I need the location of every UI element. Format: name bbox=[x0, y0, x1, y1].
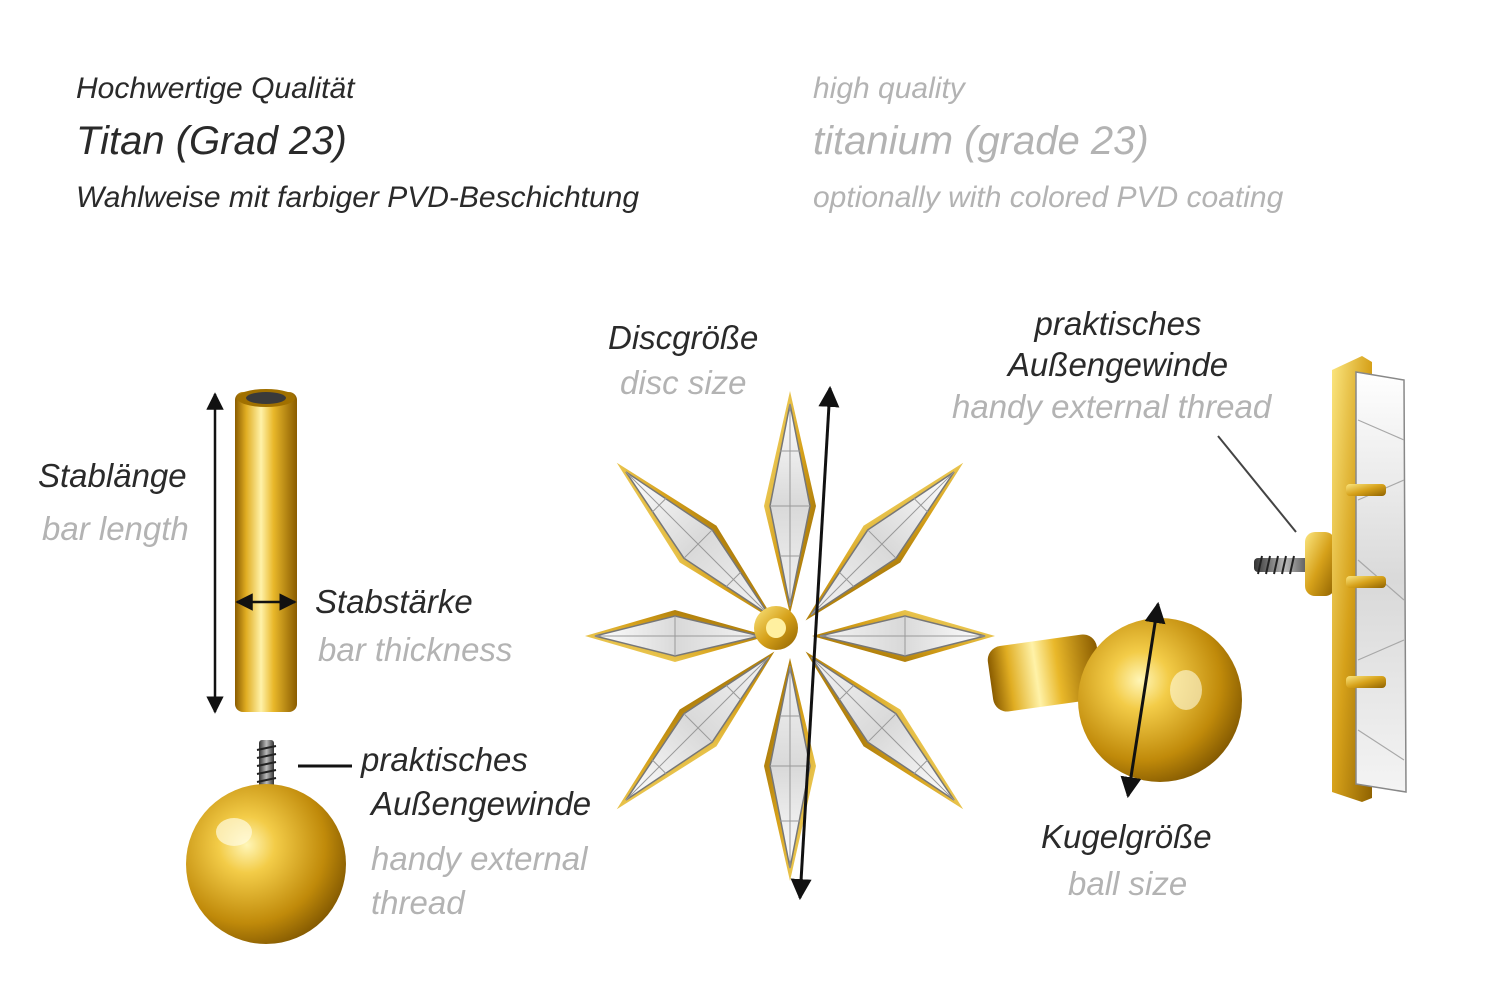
label-disc-size-en: disc size bbox=[620, 364, 747, 401]
label-disc-size-de: Discgröße bbox=[608, 319, 759, 356]
label-bar-thickness-en: bar thickness bbox=[318, 631, 513, 668]
label-thread-right-de-1: praktisches bbox=[1034, 305, 1202, 342]
label-bar-length-de: Stablänge bbox=[38, 457, 187, 494]
header-quality-en: high quality bbox=[813, 72, 965, 105]
label-bar-length-en: bar length bbox=[42, 510, 189, 547]
header-quality-de: Hochwertige Qualität bbox=[76, 72, 355, 105]
main-ball-part bbox=[987, 618, 1242, 782]
label-thread-right-en: handy external thread bbox=[952, 388, 1272, 425]
thread-right-leader bbox=[1217, 435, 1297, 533]
label-ball-size-de: Kugelgröße bbox=[1041, 818, 1212, 855]
label-thread-left-de-1: praktisches bbox=[361, 741, 528, 778]
label-thread-left-en-1: handy external bbox=[371, 840, 588, 877]
star-disc bbox=[585, 391, 995, 881]
small-ball-part bbox=[186, 740, 346, 944]
label-ball-size-en: ball size bbox=[1068, 865, 1188, 902]
header-material-de: Titan (Grad 23) bbox=[76, 119, 347, 163]
bar-part bbox=[235, 389, 297, 712]
label-bar-thickness-de: Stabstärke bbox=[315, 583, 473, 620]
label-thread-right-de-2: Außengewinde bbox=[1007, 346, 1229, 383]
side-view-part bbox=[1254, 356, 1407, 802]
ball-size-arrow bbox=[1120, 601, 1166, 799]
header-material-en: titanium (grade 23) bbox=[813, 119, 1149, 163]
header-coating-en: optionally with colored PVD coating bbox=[813, 181, 1284, 214]
label-thread-left-en-2: thread bbox=[371, 884, 465, 921]
disc-size-arrow bbox=[790, 385, 840, 901]
header-coating-de: Wahlweise mit farbiger PVD-Beschichtung bbox=[76, 181, 640, 214]
label-thread-left-de-2: Außengewinde bbox=[371, 785, 592, 822]
